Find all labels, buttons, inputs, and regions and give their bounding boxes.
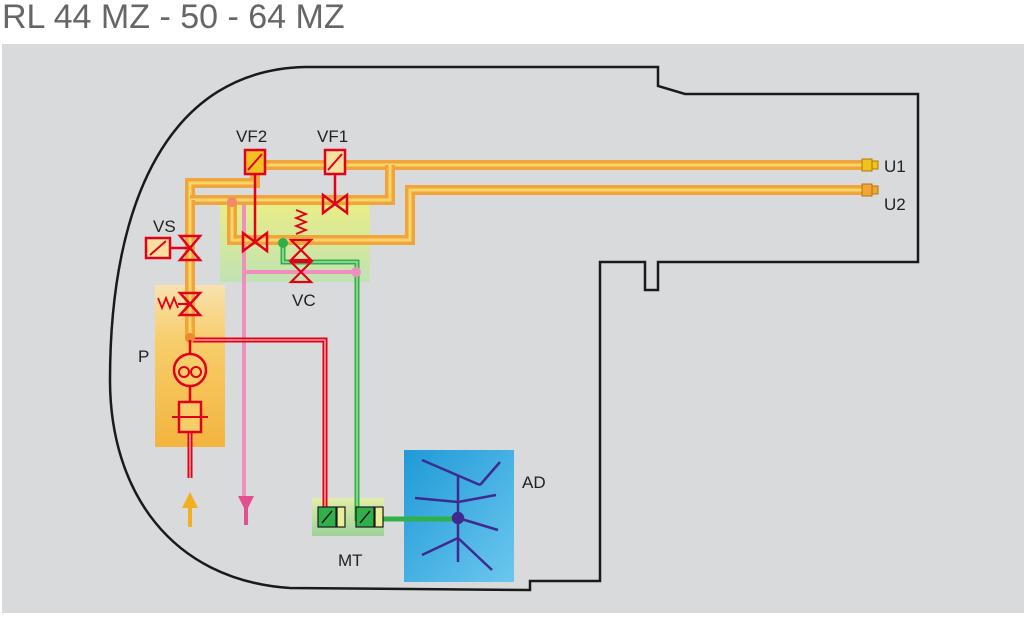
valve-icon [241,230,258,254]
label-vf1: VF1 [317,127,348,146]
label-u1: U1 [884,157,906,176]
nozzle-u1-icon [861,158,879,172]
spring-icon [157,295,179,311]
spring-icon [293,209,309,235]
valve-vf1 [321,148,349,216]
filter-icon [172,386,208,434]
regulator-vc [288,209,314,284]
label-vc: VC [292,291,316,310]
valve-icon [177,234,203,250]
junction-dot [278,238,288,248]
junction-dot [185,333,195,343]
air-damper-linkage [414,458,501,571]
label-ad: AD [522,473,546,492]
label-p: P [138,347,149,366]
diagram-title: RL 44 MZ - 50 - 64 MZ [2,0,345,36]
nozzle-u2-icon [861,183,879,197]
label-vf2: VF2 [236,127,267,146]
valve-vs [144,234,203,262]
junction-dot [227,197,237,207]
inlet-arrow [182,492,198,508]
pump-icon [172,340,208,388]
label-vs: VS [153,217,176,236]
pump-regulator [157,291,203,317]
label-u2: U2 [884,195,906,214]
valve-vf2 [241,148,269,254]
servomotor-cylinders [317,506,384,528]
junction-dot [351,267,361,277]
label-mt: MT [338,551,363,570]
valve-icon [321,192,338,216]
